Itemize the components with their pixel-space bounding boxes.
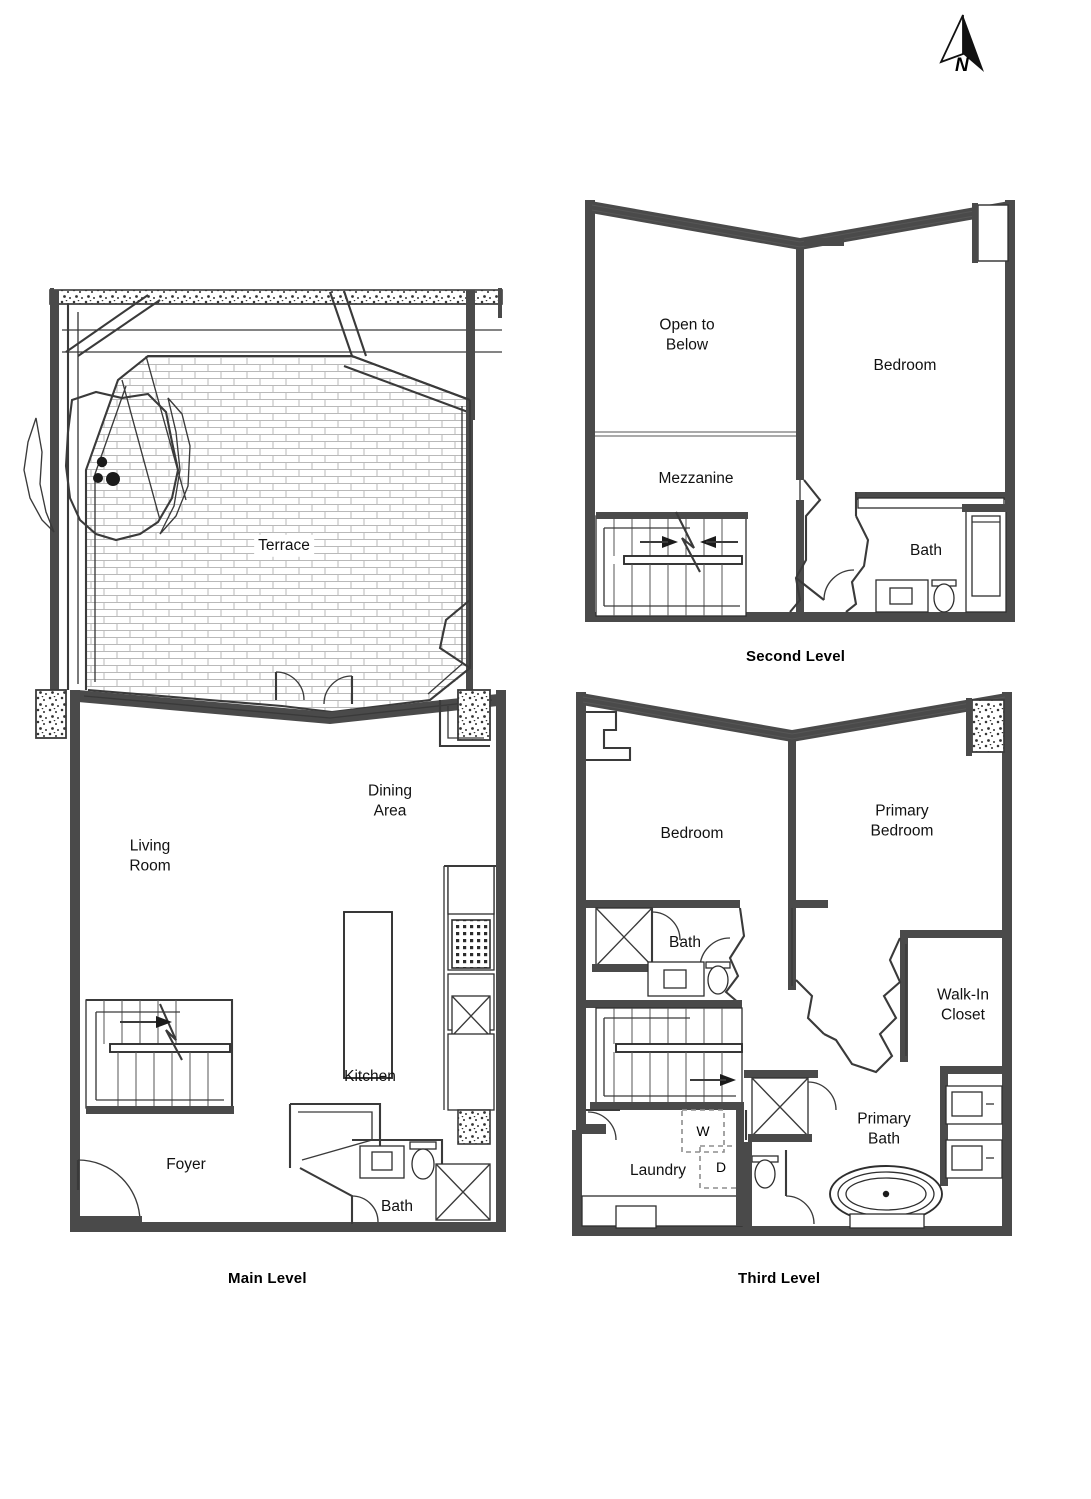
laundry-room — [581, 1108, 748, 1229]
entry-door[interactable] — [76, 1159, 142, 1223]
concrete-column — [35, 689, 67, 739]
second-level-plan — [585, 200, 1015, 622]
room-label-primary-bath: Primary Bath — [857, 1110, 911, 1148]
room-label-walk-in-closet: Walk-In Closet — [937, 986, 989, 1024]
corner-niche — [586, 710, 632, 762]
room-label-kitchen: Kitchen — [344, 1067, 396, 1085]
concrete-column — [457, 689, 491, 741]
kitchen-sink-icon — [451, 995, 491, 1037]
room-label-second-bath: Bath — [910, 541, 942, 559]
level-title-second: Second Level — [746, 648, 846, 665]
north-arrow-icon — [939, 14, 984, 72]
terrace-paving — [86, 356, 470, 712]
level-title-third: Third Level — [738, 1270, 821, 1287]
room-label-living-room: Living Room — [129, 837, 171, 875]
tree-planting-icon — [23, 390, 191, 542]
stair-switchback — [595, 511, 748, 617]
main-level-plan — [23, 288, 506, 1232]
soaking-tub-icon — [829, 1165, 943, 1223]
stair-switchback — [590, 1007, 744, 1110]
second-bath — [795, 492, 1010, 613]
room-label-main-bath: Bath — [381, 1197, 413, 1215]
room-label-dining-area: Dining Area — [368, 782, 412, 820]
primary-bath — [829, 1066, 1003, 1229]
washer-label: W — [696, 1123, 710, 1139]
north-label: N — [955, 55, 969, 76]
walk-in-closet — [823, 930, 1006, 1074]
kitchen-island — [343, 911, 393, 1079]
shower-stall — [744, 1070, 837, 1226]
room-label-terrace: Terrace — [254, 534, 314, 558]
room-label-laundry: Laundry — [629, 1161, 687, 1179]
room-label-third-bath: Bath — [669, 933, 701, 951]
room-label-mezzanine: Mezzanine — [658, 469, 734, 487]
level-title-main: Main Level — [228, 1270, 307, 1287]
room-label-third-bedroom: Bedroom — [660, 824, 724, 842]
planter-band — [49, 289, 503, 305]
room-label-primary-bedroom: Primary Bedroom — [870, 802, 934, 840]
washer-box — [681, 1109, 725, 1153]
stair-switchback — [85, 998, 234, 1114]
powder-room — [288, 1102, 491, 1224]
third-level-plan — [572, 692, 1012, 1236]
kitchen-cooktop — [451, 919, 491, 969]
room-label-foyer: Foyer — [166, 1155, 206, 1173]
patio-double-doors[interactable] — [274, 671, 354, 705]
dryer-label: D — [715, 1159, 727, 1175]
room-label-second-bedroom: Bedroom — [873, 356, 937, 374]
third-bath — [586, 900, 746, 1008]
room-label-open-to-below: Open to Below — [659, 316, 715, 354]
kitchen-cabinets — [443, 864, 496, 1111]
